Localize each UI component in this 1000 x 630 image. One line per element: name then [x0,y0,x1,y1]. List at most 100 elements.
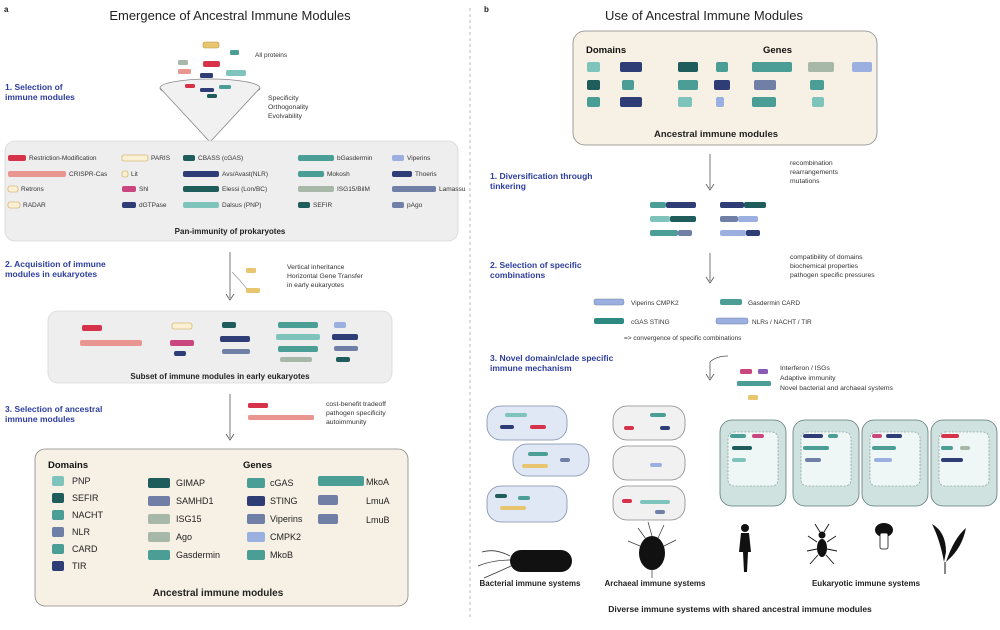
cell-module [522,464,548,468]
cell-module [752,434,764,438]
pan-item-icon [183,202,219,208]
pan-item-label: ISG15/BilM [337,186,370,193]
combo-label: Viperins CMPK2 [631,300,679,307]
cell-module [530,425,546,429]
cell-module [518,496,530,500]
b-step3-bullet: Novel bacterial and archaeal systems [780,385,894,392]
subset-module [82,325,102,331]
cell-module [650,463,662,467]
pan-item-icon [392,186,436,192]
pan-item-label: Mokosh [327,171,350,178]
cell [486,485,568,523]
pan-item-icon [298,186,334,192]
recombined-module [720,216,738,222]
pan-item-icon [8,171,66,177]
pan-item-label: Restriction-Modification [29,155,97,162]
top-genes-header: Genes [763,45,792,56]
down-arrow-icon [705,355,729,381]
filter-criterion: Orthogonality [268,104,309,111]
b-step2-title: 2. Selection of specific [490,260,582,270]
b-step1-title: 1. Diversification through [490,171,593,181]
pan-item-icon [298,155,334,161]
top-box-items [587,62,872,107]
cell [486,405,568,441]
gene-swatch [148,550,170,560]
nucleus [727,431,779,487]
ancestral-legend-box [34,448,409,607]
ancestral-module [852,62,872,72]
gene-swatch [247,532,265,542]
recombined-module [720,230,746,236]
recombined-module [746,230,760,236]
pan-item-icon [7,201,21,209]
gene-label: Ago [176,532,192,542]
pan-item-label: Avs/Avast(NLR) [222,171,268,178]
pan-item-icon [298,202,310,208]
cell-module [730,434,746,438]
pan-item-label: Viperins [407,155,431,162]
pan-item-label: SEFIR [313,202,332,209]
cell-module [941,446,953,450]
recombined-module [738,216,758,222]
gene-label: CMPK2 [270,532,301,542]
combo-icons [593,298,749,325]
cell-module [655,510,665,514]
recombined-module [678,230,692,236]
b-step1-bullet: rearrangements [790,169,839,176]
tinkering-combinations [650,202,766,236]
cell [512,443,590,477]
nucleus [800,431,852,487]
b-step3-title: 3. Novel domain/clade specific [490,353,614,363]
cell [612,405,686,441]
step3-bullet: autoimmunity [326,419,367,426]
mushroom-icon [875,523,893,550]
pan-item-label: Dalsus (PNP) [222,202,261,209]
cell-module [495,494,507,498]
funnel-icon [159,78,261,143]
subset-module [332,334,358,340]
step2-bullet: Horizontal Gene Transfer [287,273,364,280]
cell-module [941,434,959,438]
down-arrow-icon [705,253,715,284]
recombined-module [666,202,696,208]
ancestral-module [810,80,824,90]
pan-item-label: Lit [131,171,138,178]
cell-module [960,446,970,450]
gene-label: Gasdermin [176,550,220,560]
pan-item-label: CBASS (cGAS) [198,155,243,162]
ancestral-module [752,62,792,72]
human-icon [739,524,751,572]
domain-label: PNP [72,476,91,486]
novel-mechanism-icons [737,369,771,400]
subset-module [222,349,250,354]
ancestral-module [714,80,730,90]
gene-swatch [148,496,170,506]
ancestral-module [678,62,698,72]
legend-caption: Ancestral immune modules [153,588,284,599]
domain-label: NACHT [72,510,104,520]
subset-box [47,310,393,384]
ancestral-module [812,97,824,107]
all-proteins-icons [178,41,246,85]
legend-genes-header: Genes [243,460,272,471]
down-arrow-icon [225,252,235,301]
panel-a-title: Emergence of Ancestral Immune Modules [109,8,351,23]
ancestral-module [716,62,728,72]
tradeoff-icons [248,403,314,420]
cell-module [803,434,823,438]
subset-module [276,334,320,340]
cell-module [500,506,526,510]
gene-swatch [247,514,265,524]
subset-module [278,322,318,328]
pan-item-icon [392,155,404,161]
gene-swatch [247,478,265,488]
ancestral-module [620,62,642,72]
subset-module [220,336,250,342]
cell-module [803,446,829,450]
domain-swatch [52,561,64,571]
b-step3-bullet: Interferon / ISGs [780,365,830,372]
step2-bullet: in early eukaryotes [287,282,345,289]
ancestral-module [587,80,600,90]
b-step3-bullet: Adaptive immunity [780,375,836,382]
